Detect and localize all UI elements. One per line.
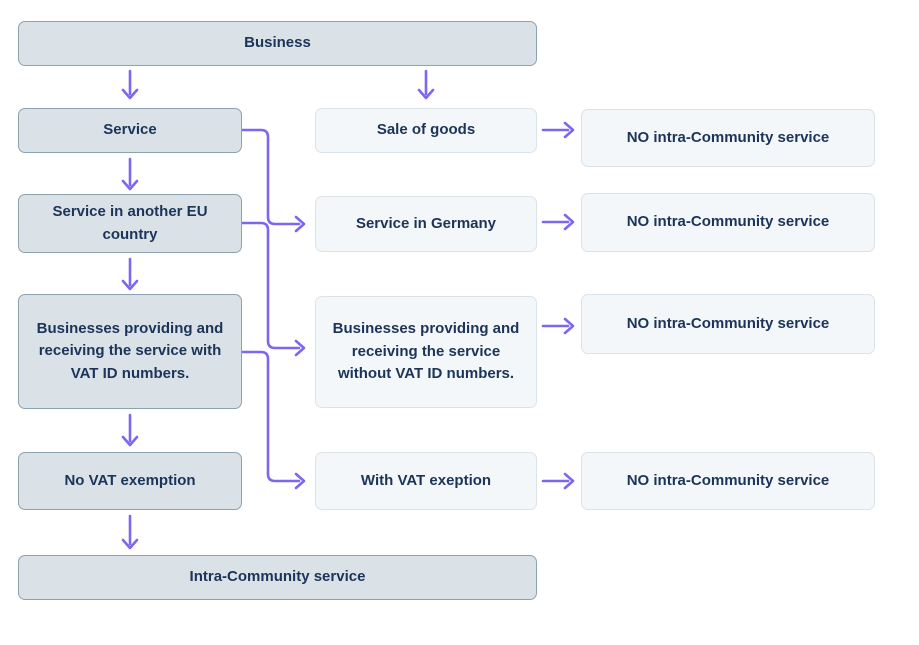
edge-no-vat-exemption-to-intra-community-service: [121, 514, 139, 550]
node-no-vat-exemption-label: No VAT exemption: [64, 471, 196, 489]
node-with-vat-exeption: With VAT exeption: [315, 452, 537, 510]
node-service-eu-country: Service in another EU country: [18, 194, 242, 253]
node-with-vat-exeption-label: With VAT exeption: [360, 471, 492, 489]
node-service-label: Service: [103, 121, 157, 139]
node-intra-community-service-label: Intra-Community service: [189, 568, 366, 586]
edge-sale-of-goods-to-no-intra-1: [541, 121, 575, 139]
edge-service-eu-country-to-businesses-with-vat: [121, 257, 139, 291]
node-businesses-with-vat: Businesses providing and receiving the s…: [18, 294, 242, 409]
edge-service-to-service-eu-country: [121, 157, 139, 191]
edge-service-germany-to-no-intra-2: [541, 213, 575, 231]
node-no-intra-community-2: NO intra-Community service: [581, 193, 875, 252]
node-businesses-without-vat: Businesses providing and receiving the s…: [315, 296, 537, 408]
node-sale-of-goods: Sale of goods: [315, 108, 537, 153]
node-no-intra-community-1: NO intra-Community service: [581, 109, 875, 167]
node-business: Business: [18, 21, 537, 66]
node-service-germany: Service in Germany: [315, 196, 537, 252]
node-no-vat-exemption: No VAT exemption: [18, 452, 242, 510]
edge-business-to-sale-of-goods: [417, 69, 435, 100]
edge-business-to-service: [121, 69, 139, 100]
node-no-intra-community-3-label: NO intra-Community service: [626, 314, 830, 332]
edge-businesses-with-vat-to-with-vat-exeption: [240, 350, 306, 490]
node-no-intra-community-4-label: NO intra-Community service: [626, 471, 830, 489]
node-businesses-with-vat-label: Businesses providing and receiving the s…: [36, 319, 224, 382]
node-sale-of-goods-label: Sale of goods: [376, 121, 476, 139]
node-no-intra-community-2-label: NO intra-Community service: [626, 213, 830, 231]
node-business-label: Business: [244, 34, 311, 52]
edge-businesses-with-vat-to-no-vat-exemption: [121, 413, 139, 447]
node-no-intra-community-1-label: NO intra-Community service: [626, 128, 830, 146]
edge-service-eu-country-to-businesses-without-vat: [240, 221, 306, 357]
node-service-eu-country-label: Service in another EU country: [52, 203, 208, 243]
node-no-intra-community-4: NO intra-Community service: [581, 452, 875, 510]
edge-service-to-service-germany: [240, 128, 306, 233]
node-intra-community-service: Intra-Community service: [18, 555, 537, 600]
node-service: Service: [18, 108, 242, 153]
edge-with-vat-exeption-to-no-intra-4: [541, 472, 575, 490]
edge-businesses-without-vat-to-no-intra-3: [541, 317, 575, 335]
node-no-intra-community-3: NO intra-Community service: [581, 294, 875, 354]
node-service-germany-label: Service in Germany: [355, 214, 497, 232]
node-businesses-without-vat-label: Businesses providing and receiving the s…: [332, 320, 520, 383]
